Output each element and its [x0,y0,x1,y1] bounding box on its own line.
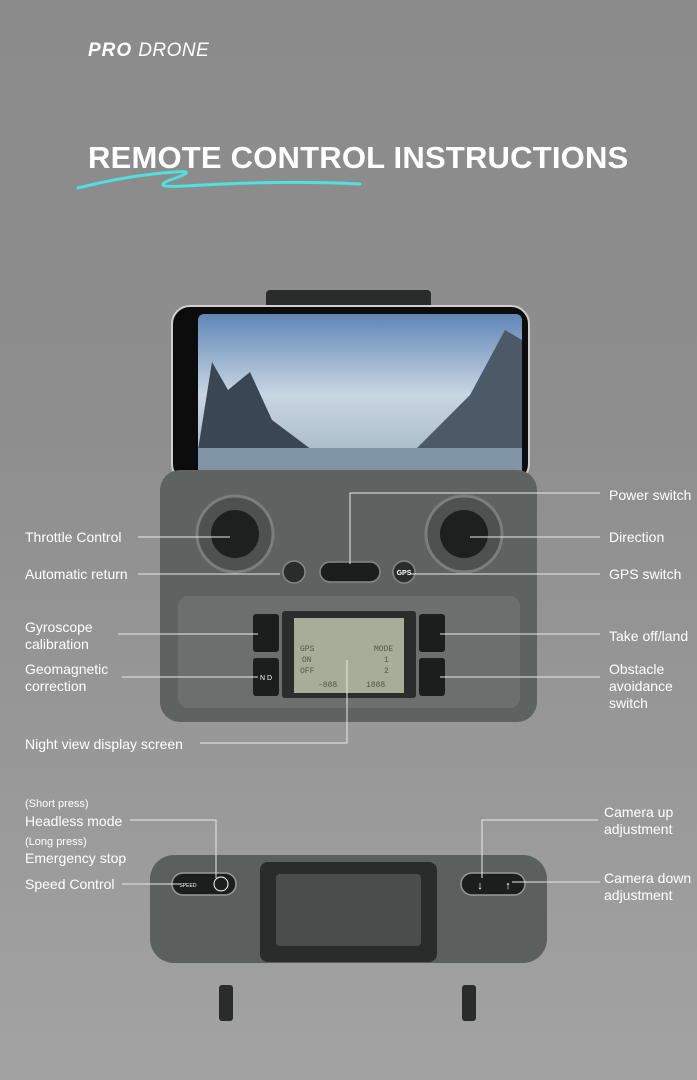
label-direction: Direction [609,529,665,545]
label-throttle: Throttle Control [25,529,122,545]
takeoff-button [419,614,445,652]
obstacle-button [419,658,445,696]
lcd-text: 1888 [366,681,385,690]
lcd-text: OFF [300,667,315,676]
label-power: Power switch [609,487,692,503]
label-night-view: Night view display screen [25,736,183,752]
lcd-text: GPS [300,645,315,654]
speed-button-label: SPEED [180,883,197,889]
title-swoosh [76,170,362,190]
lcd-text: 2 [384,667,389,676]
right-stick [462,985,476,1021]
gps-button-label: GPS [397,570,412,577]
label-emergency: Emergency stop [25,850,127,866]
svg-text:↑: ↑ [505,880,511,892]
label-takeoff: Take off/land [609,628,689,644]
leader-lines [118,492,600,885]
label-auto-return: Automatic return [25,566,128,582]
lcd-text: 1 [384,656,389,665]
page-title: REMOTE CONTROL INSTRUCTIONS [88,140,629,175]
return-button [282,560,306,584]
label-gps: GPS switch [609,566,682,582]
label-short-press: (Short press) [25,798,89,810]
camera-buttons [460,872,526,896]
mountains-left [198,362,312,450]
label-headless: Headless mode [25,813,123,829]
nd-button [253,658,279,696]
left-stick [219,985,233,1021]
svg-text:↓: ↓ [477,880,483,892]
lcd-text: MODE [374,645,393,654]
gps-button [392,560,416,584]
power-switch [319,561,381,583]
nd-button-label: N D [260,675,272,682]
phone-clamp [266,290,431,308]
lcd-screen [294,618,404,693]
label-long-press: (Long press) [25,836,87,848]
mountains-right [415,330,522,452]
lcd-text: ON [302,656,312,665]
lcd-text: -888 [318,681,337,690]
label-speed: Speed Control [25,876,115,892]
gyro-button [253,614,279,652]
